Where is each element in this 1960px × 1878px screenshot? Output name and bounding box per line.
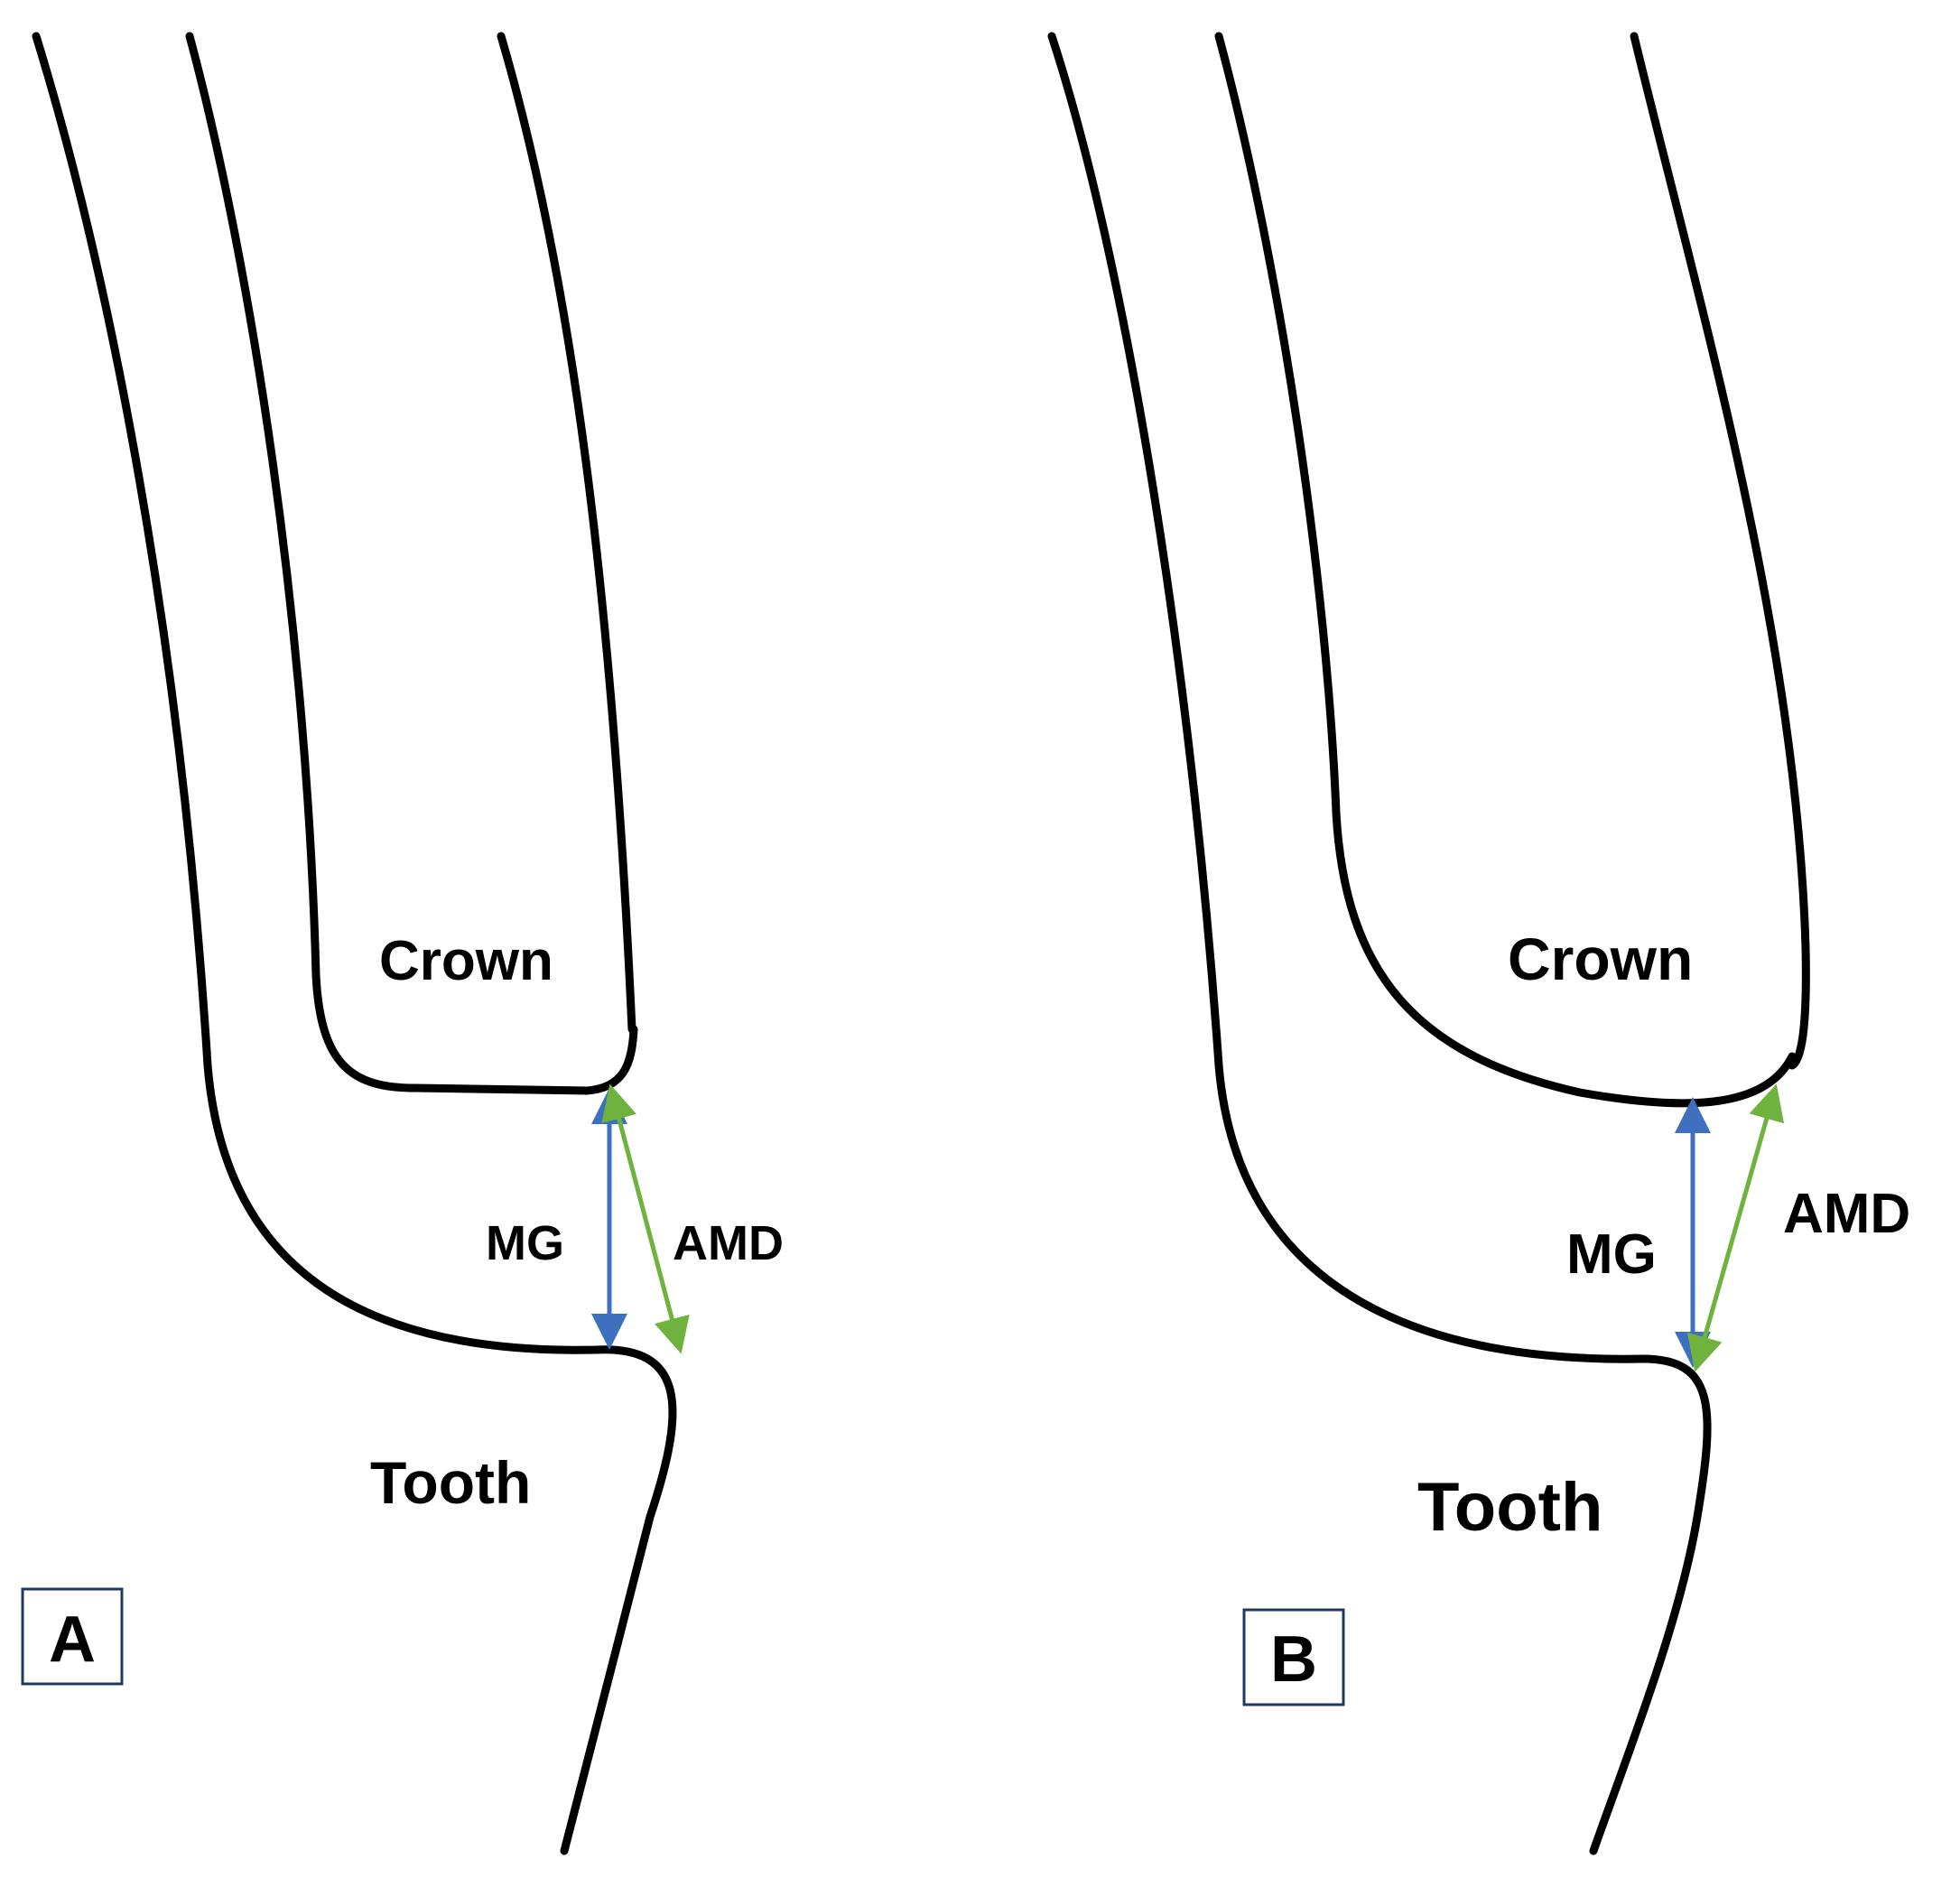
panel-a-mg-label: MG (486, 1216, 564, 1270)
panel-a-amd-label: AMD (673, 1216, 784, 1270)
panel-b-crown-label: Crown (1508, 925, 1693, 992)
panel-b-amd-arrow (1686, 1083, 1785, 1372)
panel-b: Crown MG AMD Tooth B (1047, 32, 1910, 1855)
panel-b-letter: B (1270, 1623, 1317, 1696)
panel-b-mg-label: MG (1566, 1223, 1657, 1286)
panel-a-crown-label: Crown (379, 930, 553, 992)
panel-a-outer-contour (32, 32, 677, 1855)
panel-a-crown-edge (497, 32, 636, 1034)
panel-a: Crown MG AMD Tooth A (21, 32, 784, 1855)
panel-a-letter-box (21, 1587, 124, 1686)
panel-a-amd-arrow (601, 1083, 690, 1354)
panel-b-letter-box (1242, 1608, 1345, 1706)
panel-a-letter: A (49, 1604, 96, 1676)
panel-b-outer-contour (1047, 32, 1712, 1855)
panel-b-amd-label: AMD (1783, 1183, 1910, 1245)
panel-a-tooth-label: Tooth (370, 1449, 531, 1516)
panel-b-crown-edge (1630, 32, 1810, 1070)
panel-b-tooth-label: Tooth (1417, 1469, 1602, 1546)
panel-b-middle-contour (1214, 32, 1797, 1108)
